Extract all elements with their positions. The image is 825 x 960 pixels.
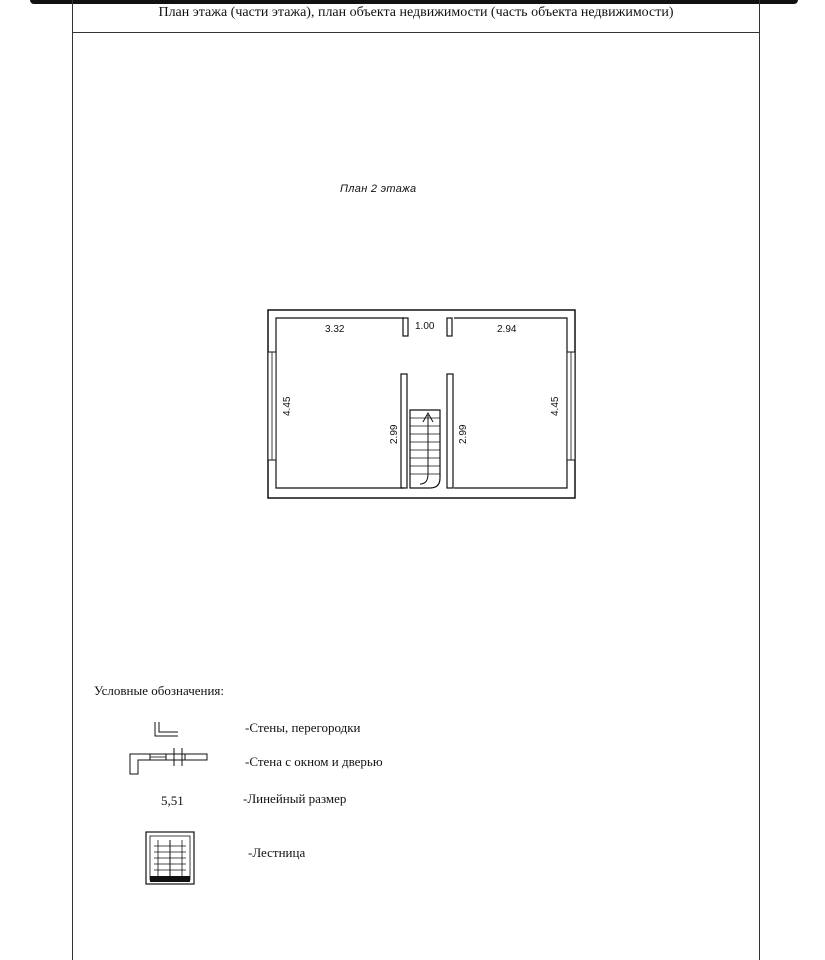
wall-window-door-icon: [129, 748, 208, 775]
partition-stub-right: [446, 317, 453, 337]
legend-label-staircase: -Лестница: [248, 845, 306, 860]
dim-left-partition: 2.99: [389, 424, 400, 444]
legend-title: Условные обозначения:: [94, 683, 225, 698]
partition-stub-left: [402, 317, 409, 337]
staircase-legend-icon: [145, 831, 195, 885]
inner-wall-left: [275, 317, 404, 489]
outer-wall: [267, 309, 576, 499]
dim-right-partition: 2.99: [458, 424, 469, 444]
dim-right-room-depth: 4.45: [550, 396, 561, 416]
header-divider: [72, 32, 760, 33]
dim-left-room-width: 3.32: [325, 324, 345, 335]
partition-right: [446, 373, 454, 489]
document-header: План этажа (части этажа), план объекта н…: [158, 5, 674, 20]
legend-label-dimension: -Линейный размер: [243, 791, 347, 806]
legend-label-walls: -Стены, перегородки: [245, 720, 361, 735]
dim-left-room-depth: 4.45: [282, 396, 293, 416]
wall-corner-icon: [154, 722, 178, 737]
dim-corridor-width: 1.00: [415, 321, 435, 332]
legend-label-window-door: -Стена с окном и дверью: [245, 754, 383, 769]
document-sheet: [72, 0, 760, 960]
legend-dimension-sample: 5,51: [161, 793, 184, 808]
plan-title: План 2 этажа: [340, 183, 417, 195]
top-edge-bar: [30, 0, 798, 4]
staircase-icon: [409, 409, 441, 489]
partition-left: [400, 373, 408, 489]
dim-right-room-width: 2.94: [497, 324, 517, 335]
